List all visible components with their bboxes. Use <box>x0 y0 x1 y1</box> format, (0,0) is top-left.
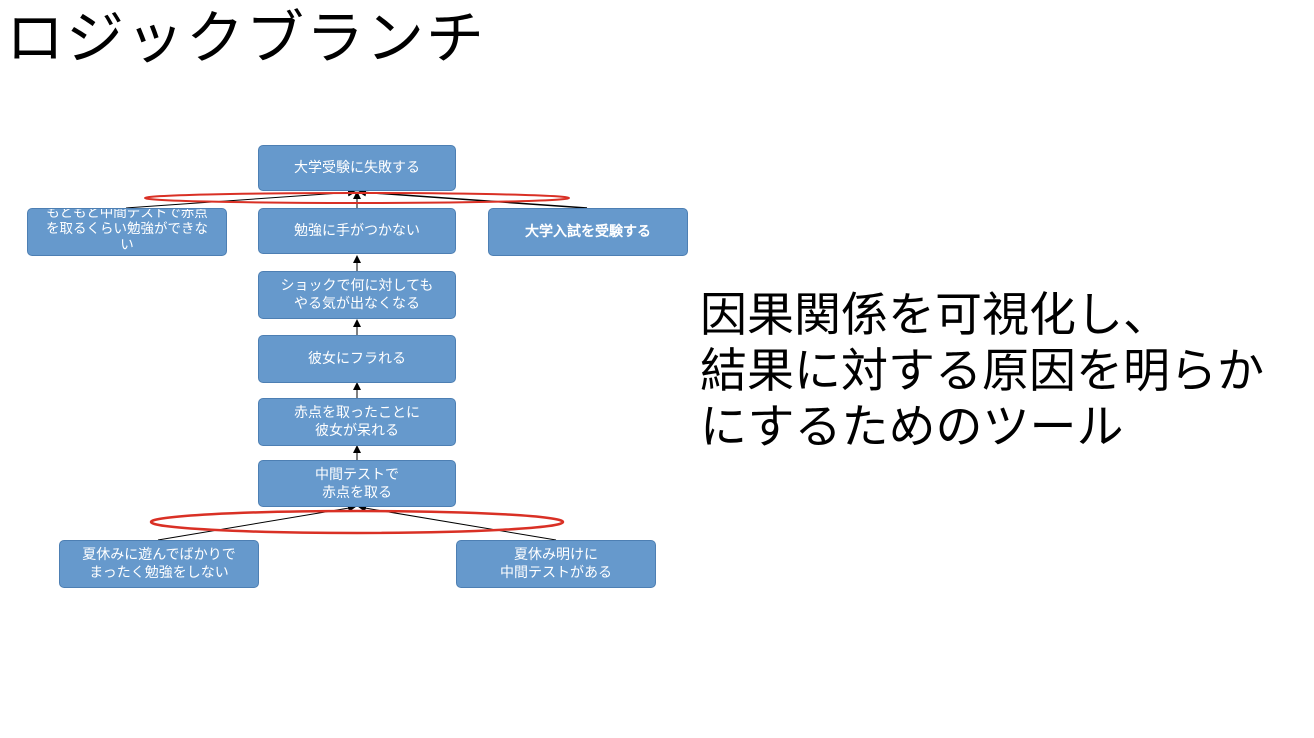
bottom-branch-highlight-ellipse <box>149 509 565 535</box>
node-failing-grade[interactable]: 中間テストで 赤点を取る <box>258 460 456 507</box>
slide-description: 因果関係を可視化し、 結果に対する原因を明らか にするためのツール <box>700 288 1264 455</box>
node-summer-play[interactable]: 夏休みに遊んでばかりで まったく勉強をしない <box>59 540 259 588</box>
node-originally-poor-label: もともと中間テストで赤点 を取るくらい勉強ができな い <box>46 208 208 253</box>
slide-title: ロジックブランチ <box>6 4 487 72</box>
node-dumped[interactable]: 彼女にフラれる <box>258 335 456 383</box>
node-originally-poor[interactable]: もともと中間テストで赤点 を取るくらい勉強ができな い <box>27 208 227 256</box>
arrow-take-exam-to-fail <box>358 188 588 209</box>
arrow-midterm-to-failing-grade <box>358 504 557 541</box>
arrow-originally-poor-to-fail <box>125 188 356 209</box>
node-take-exam[interactable]: 大学入試を受験する <box>488 208 688 256</box>
node-girlfriend-disappointed[interactable]: 赤点を取ったことに 彼女が呆れる <box>258 398 456 446</box>
node-university-fail[interactable]: 大学受験に失敗する <box>258 145 456 191</box>
node-shocked[interactable]: ショックで何に対しても やる気が出なくなる <box>258 271 456 319</box>
node-cannot-study[interactable]: 勉強に手がつかない <box>258 208 456 254</box>
node-midterm-after-summer[interactable]: 夏休み明けに 中間テストがある <box>456 540 656 588</box>
arrow-summer-play-to-failing-grade <box>157 504 356 541</box>
top-branch-highlight-ellipse <box>144 192 570 204</box>
